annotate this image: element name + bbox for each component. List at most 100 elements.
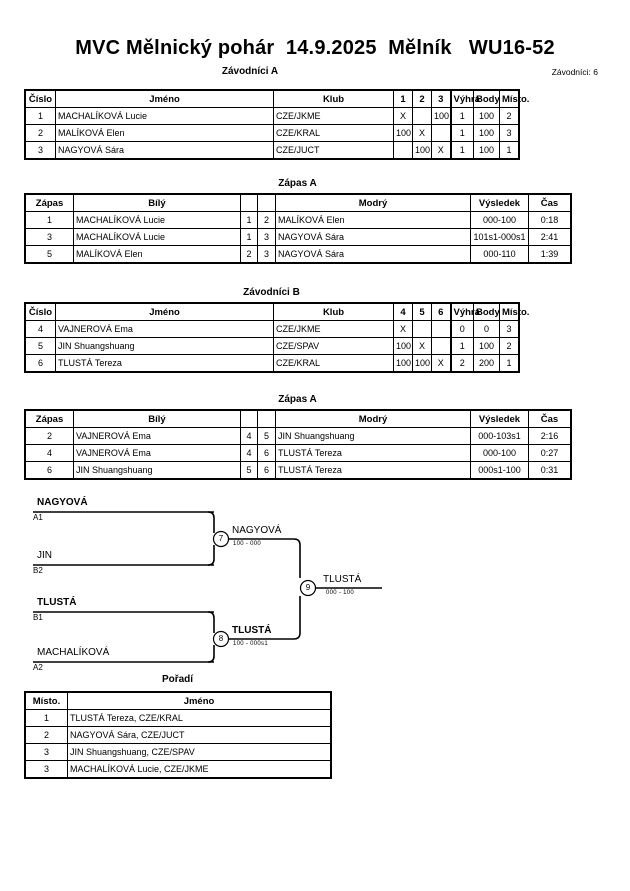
col-cislo: Číslo — [25, 90, 56, 108]
table-row: 3 JIN Shuangshuang, CZE/SPAV — [25, 743, 331, 761]
table-row: 4 VAJNEROVÁ Ema CZE/JKME X 0 0 3 — [25, 320, 519, 338]
col-opp-3: 3 — [431, 90, 451, 108]
bracket-entrant-name: NAGYOVÁ — [37, 497, 88, 508]
cell-bily-num: 5 — [240, 461, 258, 479]
cell-opp-5 — [412, 320, 432, 338]
table-row: 1 MACHALÍKOVÁ Lucie 1 2 MALÍKOVÁ Elen 00… — [25, 211, 571, 229]
cell-klub: CZE/JKME — [273, 107, 394, 125]
cell-misto: 2 — [499, 107, 519, 125]
cell-zapas: 5 — [25, 245, 74, 263]
cell-modry-num: 2 — [257, 211, 276, 229]
cell-opp-3 — [431, 124, 451, 142]
col-bily: Bílý — [73, 410, 241, 428]
table-row: 3 MACHALÍKOVÁ Lucie 1 3 NAGYOVÁ Sára 101… — [25, 228, 571, 246]
cell-modry: TLUSTÁ Tereza — [275, 444, 471, 462]
cell-zapas: 1 — [25, 211, 74, 229]
cell-cislo: 3 — [25, 141, 56, 159]
bracket-match-number: 7 — [218, 534, 224, 543]
cell-opp-2: X — [412, 124, 432, 142]
cell-vyhra: 1 — [449, 141, 474, 159]
cell-jmeno: MACHALÍKOVÁ Lucie, CZE/JKME — [67, 760, 331, 778]
col-vysledek: Výsledek — [470, 194, 529, 212]
cell-opp-4: 100 — [393, 354, 413, 372]
col-opp-5: 5 — [412, 303, 432, 321]
cell-bily: MACHALÍKOVÁ Lucie — [73, 228, 241, 246]
cell-bily: MALÍKOVÁ Elen — [73, 245, 241, 263]
col-misto: Místo. — [25, 692, 68, 710]
cell-modry-num: 6 — [257, 444, 276, 462]
standings-caption: Pořadí — [161, 674, 194, 685]
pool-b-table: Číslo Jméno Klub 4 5 6 Výhra Body Místo.… — [24, 302, 529, 373]
cell-vysledek: 000-103s1 — [470, 427, 529, 445]
cell-vysledek: 000s1-100 — [470, 461, 529, 479]
cell-opp-1: 100 — [393, 124, 413, 142]
col-vysledek: Výsledek — [470, 410, 529, 428]
cell-misto: 1 — [499, 354, 519, 372]
matches-a-table: Zápas Bílý Modrý Výsledek Čas 1 MACHALÍK… — [24, 193, 572, 264]
cell-opp-4: 100 — [393, 337, 413, 355]
cell-vysledek: 000-110 — [470, 245, 529, 263]
matches-b-header-row: Zápas Bílý Modrý Výsledek Čas — [25, 410, 571, 428]
cell-klub: CZE/SPAV — [273, 337, 394, 355]
pool-a-table: Číslo Jméno Klub 1 2 3 Výhra Body Místo.… — [24, 89, 529, 160]
cell-zapas: 6 — [25, 461, 74, 479]
col-jmeno: Jméno — [55, 303, 274, 321]
table-row: 1 MACHALÍKOVÁ Lucie CZE/JKME X 100 1 100… — [25, 107, 519, 125]
cell-vyhra: 2 — [449, 354, 474, 372]
col-cas: Čas — [528, 194, 571, 212]
col-modry: Modrý — [275, 194, 471, 212]
bracket-lines — [33, 511, 382, 663]
table-row: 4 VAJNEROVÁ Ema 4 6 TLUSTÁ Tereza 000-10… — [25, 444, 571, 462]
cell-jmeno: NAGYOVÁ Sára — [55, 141, 274, 159]
table-row: 5 JIN Shuangshuang CZE/SPAV 100 X 1 100 … — [25, 337, 519, 355]
col-misto: Místo. — [499, 303, 529, 321]
col-body: Body — [473, 90, 500, 108]
cell-cas: 2:16 — [528, 427, 571, 445]
table-row: 6 TLUSTÁ Tereza CZE/KRAL 100 100 X 2 200… — [25, 354, 519, 372]
cell-modry-num: 3 — [257, 245, 276, 263]
cell-vyhra: 0 — [449, 320, 474, 338]
col-vyhra: Výhra — [449, 90, 480, 108]
bracket-entrant-name: MACHALÍKOVÁ — [37, 647, 110, 658]
cell-body: 100 — [473, 124, 500, 142]
cell-cas: 2:41 — [528, 228, 571, 246]
cell-opp-1 — [393, 141, 413, 159]
cell-misto: 2 — [25, 726, 68, 744]
cell-cas: 0:31 — [528, 461, 571, 479]
cell-klub: CZE/JKME — [273, 320, 394, 338]
cell-bily: VAJNEROVÁ Ema — [73, 427, 241, 445]
bracket-entrant-seed: B2 — [33, 566, 43, 575]
cell-modry: TLUSTÁ Tereza — [275, 461, 471, 479]
cell-klub: CZE/KRAL — [273, 354, 394, 372]
cell-vyhra: 1 — [449, 107, 474, 125]
cell-modry: NAGYOVÁ Sára — [275, 245, 471, 263]
col-bily-num — [240, 194, 258, 212]
col-bily: Bílý — [73, 194, 241, 212]
cell-opp-1: X — [393, 107, 413, 125]
cell-jmeno: JIN Shuangshuang, CZE/SPAV — [67, 743, 331, 761]
cell-zapas: 3 — [25, 228, 74, 246]
col-opp-4: 4 — [393, 303, 413, 321]
cell-bily: MACHALÍKOVÁ Lucie — [73, 211, 241, 229]
bracket-winner-score: 100 - 000s1 — [233, 641, 268, 647]
col-modry-num — [257, 410, 276, 428]
cell-bily-num: 4 — [240, 427, 258, 445]
entrant-count-label: Závodníci: 6 — [551, 67, 598, 77]
cell-opp-6 — [431, 320, 451, 338]
cell-opp-2 — [412, 107, 432, 125]
bracket-winner-name: NAGYOVÁ — [232, 525, 282, 536]
col-opp-1: 1 — [393, 90, 413, 108]
cell-cas: 0:27 — [528, 444, 571, 462]
matches-b-caption: Zápas A — [278, 394, 317, 405]
cell-misto: 1 — [25, 709, 68, 727]
cell-bily-num: 1 — [240, 211, 258, 229]
cell-misto: 3 — [499, 320, 519, 338]
cell-body: 100 — [473, 141, 500, 159]
col-modry-num — [257, 194, 276, 212]
bracket-entrant-name: JIN — [37, 550, 52, 561]
col-zapas: Zápas — [25, 194, 74, 212]
col-modry: Modrý — [275, 410, 471, 428]
col-cas: Čas — [528, 410, 571, 428]
cell-modry-num: 6 — [257, 461, 276, 479]
cell-cislo: 4 — [25, 320, 56, 338]
